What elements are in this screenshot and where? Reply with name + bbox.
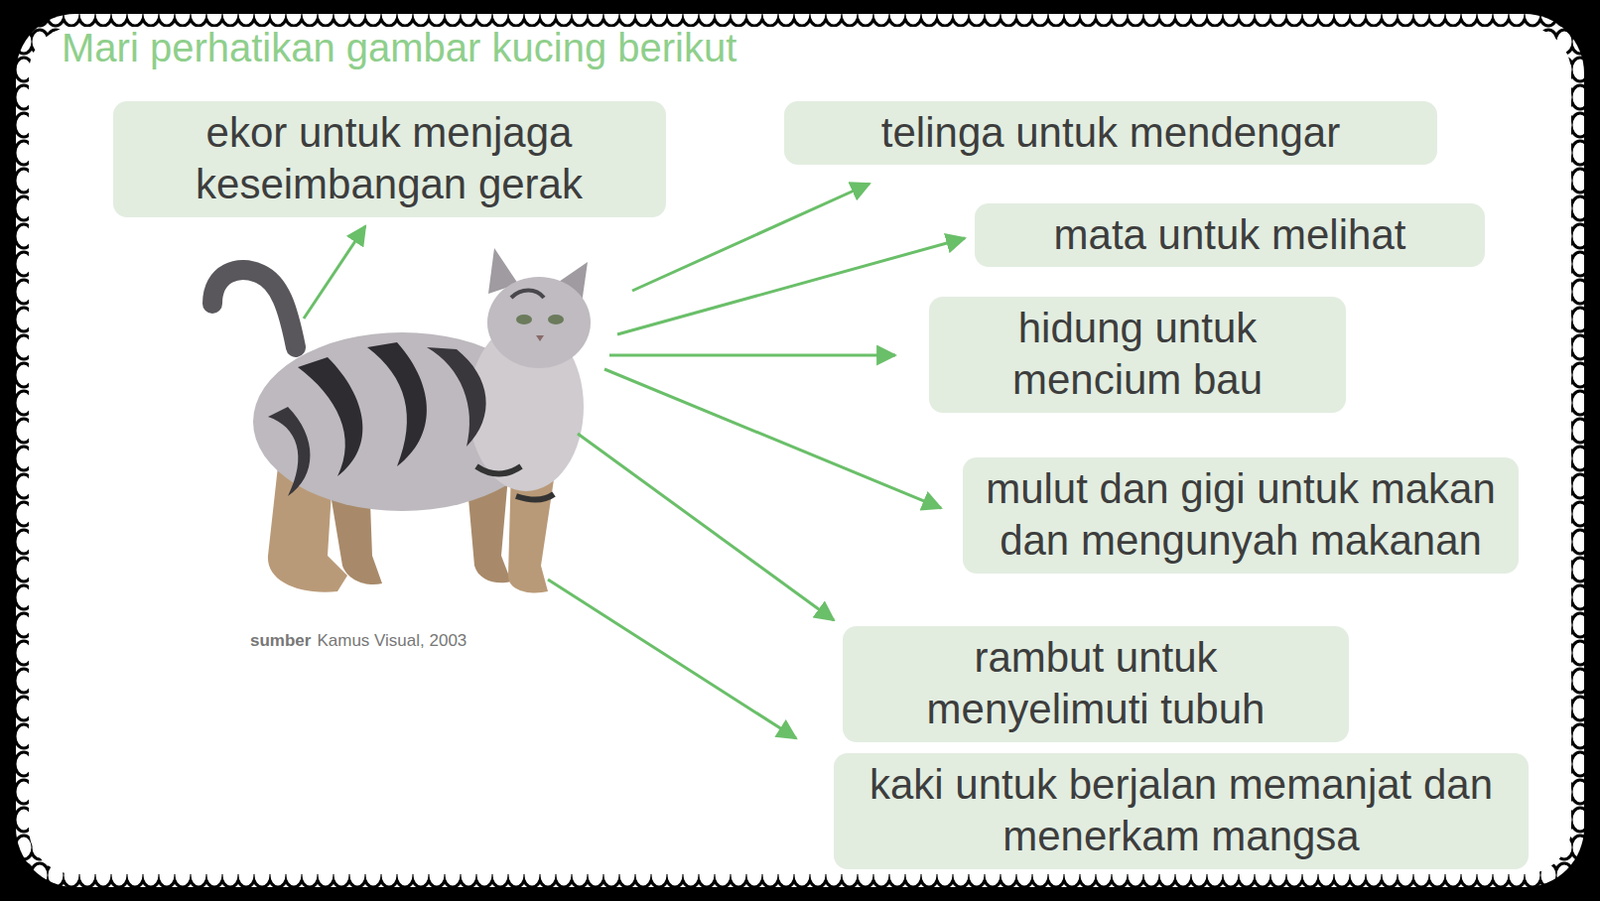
caption-text: sumber xyxy=(250,631,311,651)
source-caption: sumberKamus Visual, 2003 xyxy=(250,631,473,652)
part-label: kaki untuk berjalan memanjat dan menerka… xyxy=(853,759,1509,864)
label-box: mata untuk melihat xyxy=(974,203,1485,268)
part-label: mulut dan gigi untuk makan dan mengunyah… xyxy=(982,463,1499,568)
part-label: mata untuk melihat xyxy=(994,209,1466,263)
page-title: Mari perhatikan gambar kucing berikut xyxy=(61,25,737,71)
part-label: hidung untuk mencium bau xyxy=(948,302,1327,407)
label-box: ekor untuk menjaga keseimbangan gerak xyxy=(113,101,667,218)
label-box: telinga untuk mendengar xyxy=(784,101,1438,166)
label-box: kaki untuk berjalan memanjat dan menerka… xyxy=(833,753,1529,870)
label-box: mulut dan gigi untuk makan dan mengunyah… xyxy=(962,457,1519,574)
label-box: rambut untuk menyelimuti tubuh xyxy=(842,626,1349,743)
caption-text: Kamus Visual, 2003 xyxy=(316,631,467,651)
part-label: rambut untuk menyelimuti tubuh xyxy=(862,632,1330,737)
part-label: ekor untuk menjaga keseimbangan gerak xyxy=(133,107,647,212)
part-label: telinga untuk mendengar xyxy=(803,107,1418,160)
label-box: hidung untuk mencium bau xyxy=(929,296,1346,413)
